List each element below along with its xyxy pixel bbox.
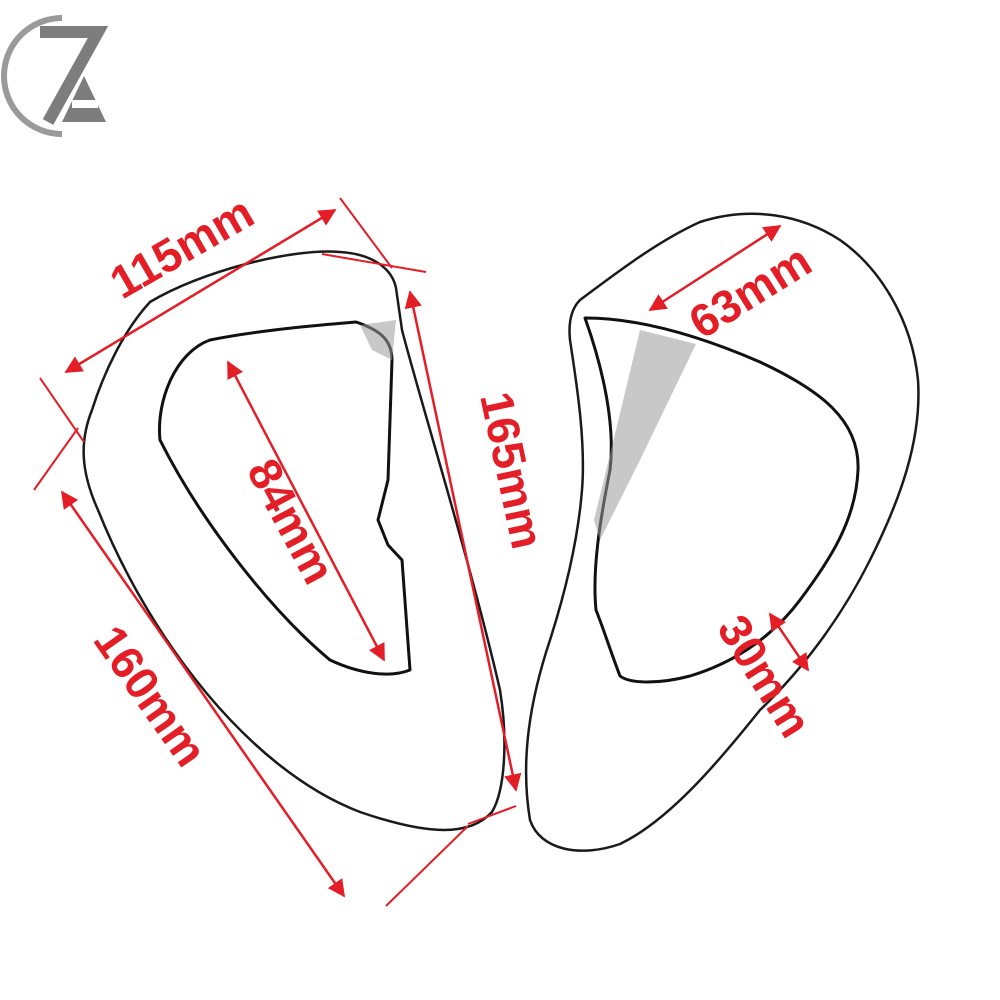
logo-z-shape [40, 26, 109, 125]
logo-text: ZA [0, 0, 2, 1]
left-edge-arrow [60, 490, 346, 898]
left-edge-extension-top [33, 427, 79, 491]
left-part-foam-texture [360, 320, 396, 360]
right-edge-extension-bottom [467, 805, 517, 825]
right-cover-part [524, 212, 920, 852]
top-width-extension-top [321, 253, 427, 273]
rim-width-arrow [768, 612, 810, 672]
opening-width-arrow [648, 224, 782, 312]
top-width-extension-left [39, 377, 85, 443]
top-width-arrow [64, 208, 337, 374]
right-edge-arrow [404, 290, 522, 792]
top-width-extension-right [339, 197, 393, 269]
logo-a-shape [62, 76, 106, 122]
brand-logo: ZA [0, 0, 109, 137]
right-part-foam-texture [594, 330, 696, 540]
logo-a-bar [72, 100, 98, 108]
logo-arc [1, 15, 63, 137]
left-edge-extension-bottom [385, 825, 469, 907]
dimension-label-right-edge: 165mm [470, 387, 554, 553]
